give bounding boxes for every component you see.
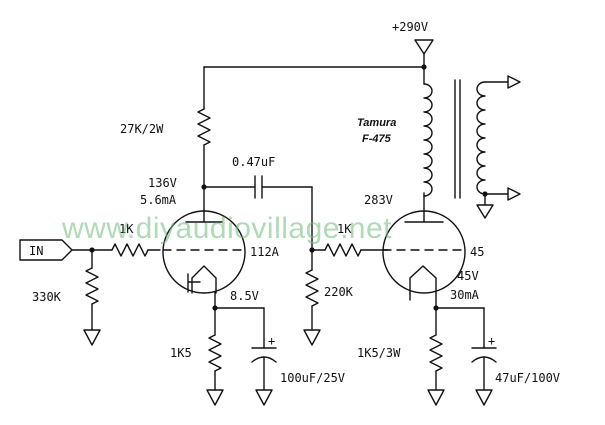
coupling-cap-label: 0.47uF: [232, 155, 275, 169]
cap-polarity: +: [268, 334, 275, 348]
input-label: IN: [29, 244, 43, 258]
stage1-plate-voltage: 136V: [148, 176, 177, 190]
cap-polarity: +: [488, 334, 495, 348]
stage1-cathode-cap-label: 100uF/25V: [280, 371, 345, 385]
ground-icon: [303, 329, 321, 346]
stage1-plate-current: 5.6mA: [140, 193, 177, 207]
stage1-cathode-voltage: 8.5V: [230, 289, 259, 303]
ground-icon: [476, 204, 494, 219]
stage1-plate-resistor-label: 27K/2W: [120, 122, 164, 136]
stage2-grid-leak-label: 220K: [324, 285, 354, 299]
transformer-primary: [423, 83, 433, 197]
stage2-plate-voltage: 283V: [364, 193, 393, 207]
stage2-cathode-resistor: [429, 334, 443, 372]
stage1-grid-resistor: [111, 243, 149, 257]
ground-icon: [475, 389, 493, 406]
ground-icon: [83, 329, 101, 346]
junction-dot: [421, 64, 427, 70]
stage1-grid-resistor-label: 1K: [119, 222, 134, 236]
transformer-brand: Tamura: [357, 117, 396, 129]
ground-icon: [427, 389, 445, 406]
stage1-cathode-resistor: [208, 334, 222, 372]
stage2-grid-resistor-label: 1K: [337, 222, 352, 236]
transformer-model: F-475: [362, 133, 392, 145]
ground-icon: [255, 389, 273, 406]
stage1-cathode-resistor-label: 1K5: [170, 346, 192, 360]
output-arrow-icon: [507, 75, 521, 89]
output-arrow-icon: [507, 187, 521, 201]
stage2-cathode-current: 30mA: [450, 288, 480, 302]
stage1-grid-leak-label: 330K: [32, 290, 62, 304]
stage2-tube-label: 45: [470, 245, 484, 259]
stage2-grid-leak-resistor: [305, 269, 319, 307]
supply-arrow-icon: [414, 39, 434, 55]
stage1-tube-label: 112A: [250, 245, 280, 259]
watermark: www.diyaudiovillage.net: [61, 212, 392, 245]
stage2-cathode-voltage: 45V: [457, 269, 479, 283]
stage1-grid-leak-resistor: [85, 267, 99, 305]
stage2-cathode-cap-label: 47uF/100V: [495, 371, 560, 385]
stage2-cathode-resistor-label: 1K5/3W: [357, 346, 401, 360]
stage1-plate-resistor: [197, 108, 211, 146]
stage2-grid-resistor: [324, 243, 362, 257]
supply-voltage-label: +290V: [392, 20, 428, 34]
transformer-secondary: [476, 81, 486, 195]
stage2-tube: [382, 210, 466, 294]
input-connector: IN: [19, 239, 73, 261]
ground-icon: [206, 389, 224, 406]
